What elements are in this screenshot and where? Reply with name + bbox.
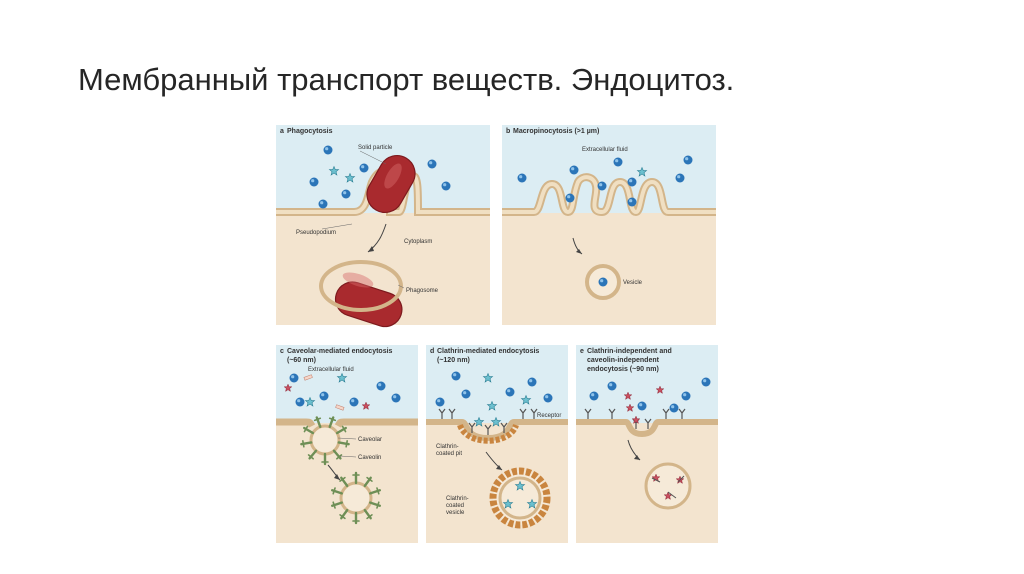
panel-a-phagocytosis bbox=[276, 125, 490, 328]
label-vesicle: Vesicle bbox=[623, 280, 643, 286]
panel-b-title: Macropinocytosis (>1 µm) bbox=[513, 128, 599, 135]
panel-e-letter: e bbox=[580, 348, 584, 355]
panel-e-title-1: Clathrin-independent and bbox=[587, 348, 672, 355]
panel-d-clathrin bbox=[426, 345, 568, 543]
panel-b-macropinocytosis bbox=[502, 125, 716, 325]
panel-c-title-2: (~60 nm) bbox=[287, 357, 316, 364]
label-extracellular-fluid-c: Extracellular fluid bbox=[308, 367, 354, 373]
panel-e-title-3: endocytosis (~90 nm) bbox=[587, 366, 659, 373]
label-extracellular-fluid-b: Extracellular fluid bbox=[582, 147, 628, 153]
label-phagosome: Phagosome bbox=[406, 288, 439, 294]
label-pseudopodium: Pseudopodium bbox=[296, 230, 336, 236]
label-cytoplasm: Cytoplasm bbox=[404, 239, 432, 245]
panel-d-title-2: (~120 nm) bbox=[437, 357, 470, 364]
panel-d-title-1: Clathrin-mediated endocytosis bbox=[437, 348, 539, 355]
label-coated-pit-2: coated pit bbox=[436, 451, 462, 457]
label-caveolar: Caveolar bbox=[358, 437, 382, 443]
panel-c-caveolar bbox=[276, 345, 418, 543]
label-receptor: Receptor bbox=[537, 413, 561, 419]
panel-b-letter: b bbox=[506, 128, 510, 135]
endocytosis-figure: a Phagocytosis Solid particle Pseudopodi… bbox=[276, 120, 718, 568]
panel-e-title-2: caveolin-independent bbox=[587, 357, 660, 364]
panel-e-independent bbox=[576, 345, 718, 543]
panel-c-letter: c bbox=[280, 348, 284, 355]
label-solid-particle: Solid particle bbox=[358, 145, 393, 151]
label-coated-pit-1: Clathrin- bbox=[436, 444, 459, 450]
label-coated-vesicle-3: vesicle bbox=[446, 510, 465, 516]
label-coated-vesicle-2: coated bbox=[446, 503, 464, 509]
panel-a-letter: a bbox=[280, 128, 284, 135]
label-coated-vesicle-1: Clathrin- bbox=[446, 496, 469, 502]
panel-a-title: Phagocytosis bbox=[287, 128, 333, 135]
panel-c-title-1: Caveolar-mediated endocytosis bbox=[287, 348, 393, 355]
panel-d-letter: d bbox=[430, 348, 434, 355]
label-caveolin: Caveolin bbox=[358, 455, 381, 461]
slide-title: Мембранный транспорт веществ. Эндоцитоз. bbox=[78, 62, 735, 97]
